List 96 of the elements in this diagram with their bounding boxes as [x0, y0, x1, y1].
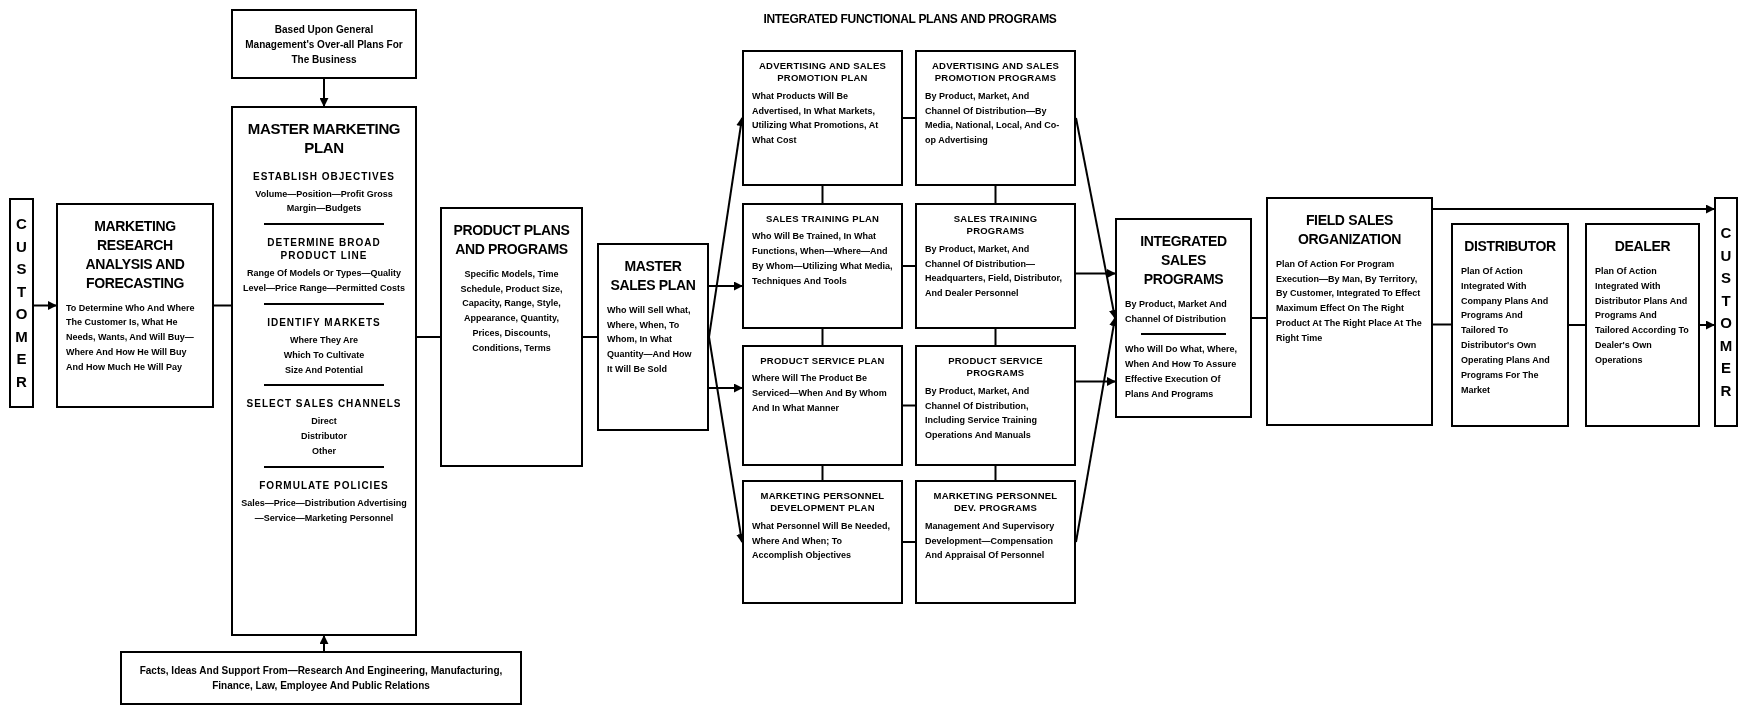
box-text: Plan Of Action For Program Execution—By Man, By Territory, By Customer, Integrated To Effect Maximum Effect On The Right Product At The Right Place At The Right Time [1276, 257, 1423, 345]
box-text: Plan Of Action Integrated With Distributor Plans And Programs And Tailored According To Dealer's Own Operations [1595, 264, 1690, 367]
connector-line [1251, 317, 1267, 319]
box-title: PRODUCT PLANS AND PROGRAMS [452, 221, 571, 259]
connector-line [821, 328, 824, 346]
box-text: Management And Supervisory Development—Compensation And Appraisal Of Personnel [925, 519, 1056, 563]
box-text: Which To Cultivate [282, 348, 366, 362]
process-box [597, 243, 709, 431]
box-text: Direct [310, 415, 338, 429]
connector-line [902, 404, 916, 407]
connector-line [994, 465, 997, 481]
box-text: Who Will Do What, Where, When And How To Assure Effective Execution Of Plans And Programs [1125, 343, 1238, 401]
box-title: DEALER [1614, 237, 1671, 256]
process-box [1266, 197, 1433, 426]
box-text: By Product, Market, And Channel Of Distribution—By Media, National, Local, And Co-op Advertising [925, 89, 1061, 148]
process-box [915, 50, 1076, 186]
box-text: Sales—Price—Distribution Advertising—Service—Marketing Personnel [241, 496, 407, 525]
process-box [231, 9, 417, 79]
process-box [56, 203, 214, 408]
arrow [33, 301, 57, 310]
box-text: Volume—Position—Profit Gross Margin—Budgets [254, 187, 394, 216]
box-text: Based Upon General Management's Over-all Plans For The Business [244, 22, 404, 67]
process-box [742, 345, 903, 466]
process-box [1451, 223, 1569, 427]
process-box [742, 50, 903, 186]
vertical-label: CUSTOMER [14, 214, 29, 392]
box-title: PRODUCT SERVICE PROGRAMS [947, 355, 1044, 380]
box-text: To Determine Who And Where The Customer Is, What He Needs, Wants, And Will Buy—Where And How He Will Buy And How Much He Will Pay [66, 301, 196, 374]
box-title: FIELD SALES ORGANIZATION [1297, 211, 1402, 249]
box-text: By Product, Market And Channel Of Distribution [1125, 297, 1228, 326]
vertical-label: CUSTOMER [1718, 223, 1734, 401]
arrow [1075, 269, 1116, 278]
process-box [440, 207, 583, 467]
box-text: Who Will Sell What, Where, When, To Whom, In What Quantity—And How It Will Be Sold [607, 303, 693, 377]
box-title: ADVERTISING AND SALES PROMOTION PLAN [757, 60, 888, 85]
section-heading: ESTABLISH OBJECTIVES [252, 169, 396, 183]
connector-line [821, 185, 824, 204]
connector-line [821, 465, 824, 481]
process-box [915, 345, 1076, 466]
connector-line [902, 541, 916, 543]
box-text: Range Of Models Or Types—Quality Level—Price Range—Permitted Costs [241, 267, 407, 296]
arrow [319, 78, 329, 107]
arrow [1432, 204, 1715, 214]
connector-line [902, 265, 916, 267]
connector-line [213, 304, 232, 307]
box-title: INTEGRATED SALES PROGRAMS [1139, 232, 1228, 289]
label-box [1714, 197, 1738, 427]
process-box [231, 106, 417, 636]
section-heading: FORMULATE POLICIES [259, 478, 389, 492]
box-text: Who Will Be Trained, In What Functions, When—Where—And By Whom—Utilizing What Media, Techniques And Tools [752, 230, 893, 288]
box-text: Size And Potential [283, 363, 365, 377]
process-box [915, 203, 1076, 329]
box-title: SALES TRAINING PROGRAMS [952, 213, 1039, 238]
process-box [1585, 223, 1700, 427]
box-text: Distributor [300, 430, 348, 444]
box-text: What Products Will Be Advertised, In What Markets, Utilizing What Promotions, At What Cost [752, 89, 880, 148]
box-text: Where They Are [288, 333, 360, 347]
process-box [742, 203, 903, 329]
box-title: SALES TRAINING PLAN [765, 213, 880, 226]
connector-line [1568, 324, 1586, 326]
connector-line [994, 328, 997, 346]
process-box [742, 480, 903, 604]
box-text: Facts, Ideas And Support From—Research And Engineering, Manufacturing, Finance, Law, Employee And Public Relations [138, 664, 504, 693]
arrow [708, 383, 743, 393]
box-title: MARKETING RESEARCH ANALYSIS AND FORECASTING [84, 217, 186, 293]
arrow [1075, 377, 1116, 386]
arrow [1699, 320, 1715, 330]
box-title: ADVERTISING AND SALES PROMOTION PROGRAMS [930, 60, 1061, 85]
connector-line [582, 336, 598, 338]
section-heading: SELECT SALES CHANNELS [246, 397, 402, 411]
process-box [1115, 218, 1252, 418]
process-box [915, 480, 1076, 604]
diagram-title: INTEGRATED FUNCTIONAL PLANS AND PROGRAMS [762, 11, 1058, 28]
arrow [319, 635, 329, 652]
box-text: Where Will The Product Be Serviced—When And By Whom And In What Manner [752, 372, 888, 416]
box-text: By Product, Market, And Channel Of Distribution—Headquarters, Field, Distributor, And Dealer Personnel [925, 242, 1064, 301]
section-heading: DETERMINE BROAD PRODUCT LINE [266, 236, 382, 263]
section-heading: IDENTIFY MARKETS [267, 315, 381, 329]
connector-line [994, 185, 997, 204]
connector-line [1432, 323, 1452, 326]
box-text: Other [311, 445, 337, 459]
box-text: What Personnel Will Be Needed, Where And When; To Accomplish Objectives [752, 519, 891, 563]
arrow [708, 281, 743, 291]
process-box [120, 651, 522, 705]
box-title: MARKETING PERSONNEL DEV. PROGRAMS [932, 490, 1059, 515]
box-title: MASTER MARKETING PLAN [246, 120, 402, 158]
box-text: Plan Of Action Integrated With Company Plans And Programs And Tailored To Distributor's Own Operating Plans And Programs For The Market [1461, 264, 1551, 397]
label-box [9, 198, 34, 408]
box-title: DISTRIBUTOR [1464, 237, 1556, 256]
connector-line [902, 117, 916, 119]
connector-line [416, 336, 441, 338]
box-title: MASTER SALES PLAN [609, 257, 697, 295]
box-text: By Product, Market, And Channel Of Distribution, Including Service Training Operations And Manuals [925, 384, 1039, 443]
box-title: MARKETING PERSONNEL DEVELOPMENT PLAN [759, 490, 886, 515]
box-text: Specific Models, Time Schedule, Product Size, Capacity, Range, Style, Appearance, Quantity, Prices, Discounts, Conditions, Terms [459, 267, 564, 355]
box-title: PRODUCT SERVICE PLAN [760, 355, 885, 368]
